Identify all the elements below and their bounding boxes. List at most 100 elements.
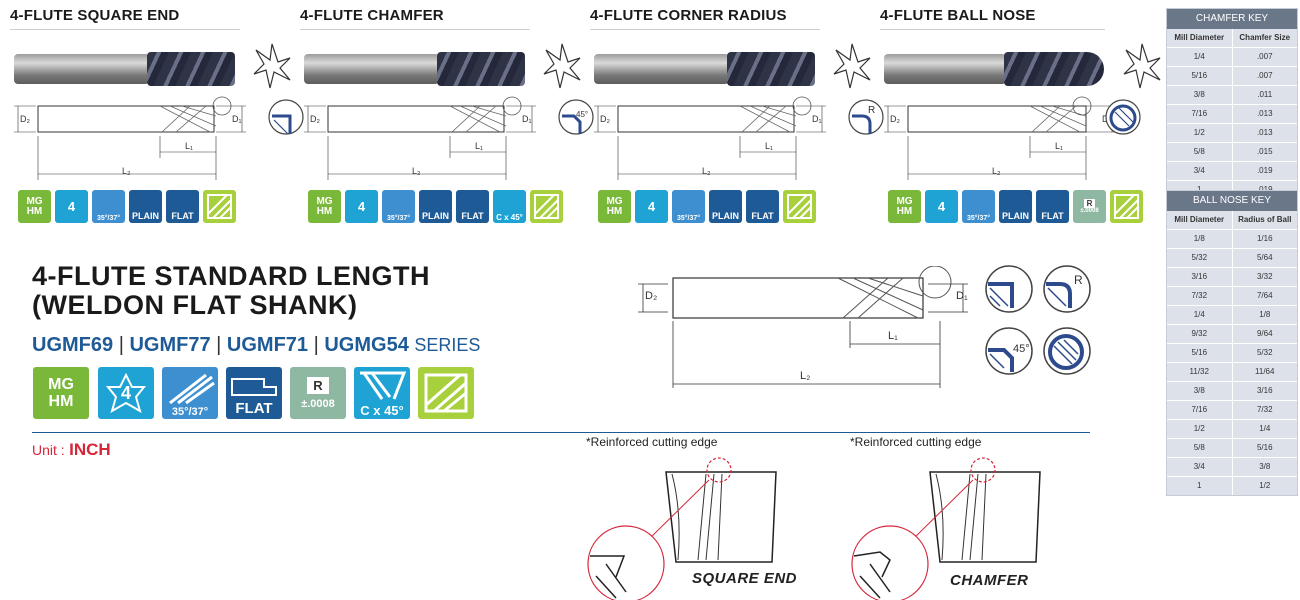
ball-nose-key-size-cell: 7/64 (1256, 291, 1273, 300)
chamfer-key-diameter-cell: 3/4 (1167, 162, 1233, 180)
chamfer-key-size-cell: .019 (1256, 166, 1273, 175)
ball-nose-key-diameter-cell: 3/8 (1167, 382, 1233, 400)
corner-detail-icon (848, 99, 884, 135)
chamfer-key-diameter-cell: 5/8 (1167, 143, 1233, 161)
dim-d1: D₁ (522, 114, 532, 124)
square-end-label: SQUARE END (692, 570, 798, 587)
plain-shank-icon: PLAIN (419, 190, 452, 223)
dim-l1: L₁ (475, 141, 484, 151)
reinforced-note-2: *Reinforced cutting edge (850, 435, 982, 449)
coating-icon (530, 190, 563, 223)
chamfer-edge-diagram (851, 457, 1041, 600)
ball-nose-key-size-cell: 11/64 (1255, 367, 1275, 376)
chamfer-key-row: 7/16.013 (1167, 104, 1297, 123)
four-flute-icon: 4 (55, 190, 88, 223)
coating-icon (203, 190, 236, 223)
end-view-icon (253, 43, 291, 89)
dim-d1: D₁ (956, 290, 968, 302)
chamfer-key-diameter-cell: 5/16 (1167, 67, 1233, 85)
helix-angle-icon: 35°/37° (382, 190, 415, 223)
tool-line-drawing (14, 96, 246, 180)
corner-detail-icon (1105, 99, 1141, 135)
chamfer-key-size-cell: .007 (1256, 71, 1273, 80)
radius-corner-detail (1043, 265, 1091, 313)
corner-detail-icon (268, 99, 304, 135)
dimension-diagram (638, 266, 968, 388)
corner-radius-icon: R ±.0008 (290, 367, 346, 419)
plain-shank-icon: PLAIN (709, 190, 742, 223)
series-ugmf69: UGMF69 (32, 334, 114, 356)
tool-flute-photo (147, 52, 235, 86)
ball-nose-key-size-cell: 3/32 (1256, 272, 1273, 281)
chamfer-key-size-cell: .019 (1233, 181, 1298, 199)
chamfer-key-header-row: Mill Diameter Chamfer Size (1167, 29, 1297, 47)
chamfer-key-size-cell: .011 (1257, 90, 1273, 99)
ball-nose-key-size-cell: 1/4 (1259, 424, 1271, 433)
ball-nose-key-size-cell: 1/2 (1259, 481, 1271, 490)
chamfer-key-diameter-cell: 1/4 (1167, 48, 1233, 66)
dim-l1: L₁ (765, 141, 774, 151)
helix-angle-icon: 35°/37° (162, 367, 218, 419)
ball-nose-key-size-cell: 5/64 (1256, 253, 1273, 262)
ball-nose-key-size-cell: 7/32 (1256, 405, 1273, 414)
plain-shank-icon: PLAIN (999, 190, 1032, 223)
ball-nose-key-size-cell: 3/8 (1259, 462, 1271, 471)
tool-flute-photo (437, 52, 525, 86)
tool-shank-photo (14, 54, 149, 84)
series-ugmg54: UGMG54 (324, 334, 409, 356)
ball-nose-key-row: 3/8 3/16 (1167, 381, 1297, 400)
radius-label: R (1074, 273, 1083, 287)
chamfer-key-row: 5/16 .007 (1167, 66, 1297, 85)
heading-line-2: (WELDON FLAT SHANK) (32, 290, 358, 320)
helix-angle-icon: 35°/37° (962, 190, 995, 223)
series-divider: | (118, 334, 124, 356)
ball-nose-key-diameter-cell: 5/16 (1167, 344, 1233, 362)
flat-shank-icon: FLAT (166, 190, 199, 223)
heading-line-1: 4-FLUTE STANDARD LENGTH (32, 261, 430, 291)
ball-nose-key-row: 5/32 5/64 (1167, 248, 1297, 267)
tool-flute-photo (1004, 52, 1104, 86)
ball-nose-key-row: 1/2 1/4 (1167, 419, 1297, 438)
dim-d2: D₂ (310, 114, 320, 124)
ball-nose-key-row: 7/16 7/32 (1167, 400, 1297, 419)
dim-d2: D₂ (890, 114, 900, 124)
dim-l1: L₁ (185, 141, 194, 151)
ball-nose-key-diameter-cell: 5/8 (1167, 439, 1233, 457)
dim-l2: L₂ (992, 166, 1001, 176)
title-rule (300, 29, 530, 30)
angle-label: 45° (1013, 343, 1030, 355)
four-flute-icon: 4 (345, 190, 378, 223)
chamfer-key-row: 3/8.011 (1167, 85, 1297, 104)
end-view-icon (833, 43, 871, 89)
ball-nose-key-title: BALL NOSE KEY (1167, 191, 1297, 211)
four-flute-icon: 4 (98, 367, 154, 419)
ball-nose-key-diameter-cell: 1/2 (1167, 420, 1233, 438)
tool-line-drawing (884, 96, 1116, 180)
chamfer-key-size-cell: .013 (1256, 128, 1273, 137)
chamfer-key-row: 1/2.013 (1167, 123, 1297, 142)
ball-nose-key-diameter-cell: 7/16 (1167, 401, 1233, 419)
chamfer-corner-detail (985, 327, 1033, 375)
title-rule (590, 29, 820, 30)
dim-d1: D₁ (812, 114, 822, 124)
angle-label: 45° (576, 110, 589, 119)
ball-nose-key-size-cell: 1/16 (1256, 234, 1273, 243)
chamfer-icon: C x 45° (354, 367, 410, 419)
ball-nose-key-size-cell: 1/8 (1259, 310, 1271, 319)
ball-nose-key-size-cell: 9/64 (1256, 329, 1273, 338)
flat-shank-icon: FLAT (1036, 190, 1069, 223)
ball-nose-key-diameter-cell: 5/32 (1167, 249, 1233, 267)
series-suffix: SERIES (414, 335, 481, 355)
main-heading: 4-FLUTE STANDARD LENGTH (WELDON FLAT SHA… (32, 262, 430, 320)
ball-nose-detail (1043, 327, 1091, 375)
ball-nose-key-size-cell: 3/16 (1256, 386, 1273, 395)
